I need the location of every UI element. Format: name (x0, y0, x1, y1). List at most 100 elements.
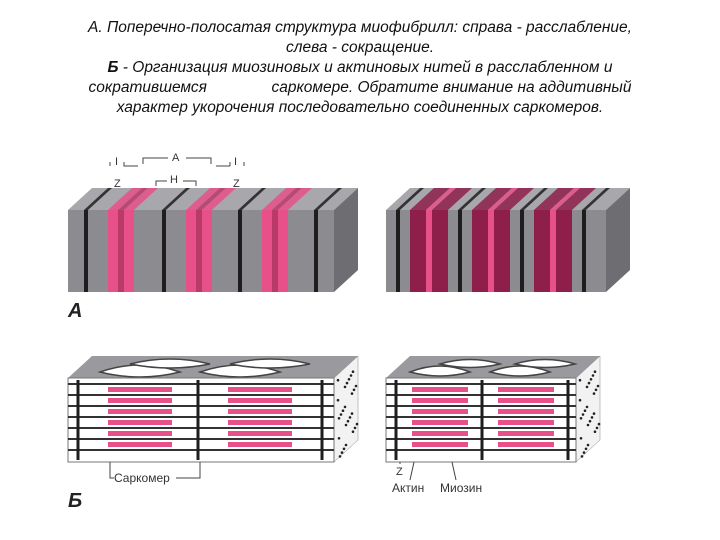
dot (587, 444, 590, 447)
dot (352, 430, 355, 433)
z-line (162, 210, 166, 292)
dot (586, 406, 589, 409)
a-band (494, 210, 510, 292)
dot (579, 399, 582, 402)
a-band (108, 210, 118, 292)
dot (581, 455, 584, 458)
dot (580, 417, 583, 420)
myosin-filament (498, 387, 554, 392)
myosin-filament (412, 420, 468, 425)
dot (355, 385, 358, 388)
dot (594, 370, 597, 373)
myosin-filament (228, 387, 292, 392)
dot (341, 451, 344, 454)
dot (354, 427, 357, 430)
dot (337, 379, 340, 382)
myosin-filament (498, 420, 554, 425)
label-leaders (110, 462, 456, 480)
dot (593, 412, 596, 415)
z-line (582, 210, 586, 292)
dot (582, 413, 585, 416)
dot (348, 378, 351, 381)
dot (339, 455, 342, 458)
dot (594, 430, 597, 433)
myofibril-block-contracted (68, 188, 358, 292)
sarcomere-block-left (68, 356, 358, 462)
myosin-filament (412, 409, 468, 414)
dot (353, 389, 356, 392)
dot (345, 424, 348, 427)
dot (583, 451, 586, 454)
z-line (84, 210, 88, 292)
dot (585, 448, 588, 451)
dot (579, 379, 582, 382)
myosin-filament (228, 398, 292, 403)
h-zone (118, 210, 124, 292)
dot (343, 448, 346, 451)
a-band (278, 210, 288, 292)
a-band (202, 210, 212, 292)
myosin-filament (412, 431, 468, 436)
dot (591, 416, 594, 419)
myosin-filament (108, 420, 172, 425)
dot (597, 385, 600, 388)
dot (588, 382, 591, 385)
dot (590, 378, 593, 381)
z-line (314, 210, 318, 292)
dot (344, 386, 347, 389)
myosin-filament (498, 442, 554, 447)
myosin-filament (228, 409, 292, 414)
sarcomere-top-right (386, 356, 600, 378)
a-band (432, 210, 448, 292)
myosin-filament (108, 431, 172, 436)
myosin-filament (108, 398, 172, 403)
dot (340, 413, 343, 416)
myosin-filament (108, 409, 172, 414)
a-band (124, 210, 134, 292)
z-line (458, 210, 462, 292)
myosin-filament (228, 420, 292, 425)
dot (338, 417, 341, 420)
dot (342, 409, 345, 412)
z-line (238, 210, 242, 292)
myosin-filament (498, 409, 554, 414)
dot (586, 386, 589, 389)
dot (338, 437, 341, 440)
myosin-filament (498, 431, 554, 436)
dot (580, 437, 583, 440)
dot (347, 420, 350, 423)
myofibril-block-relaxed (386, 188, 630, 292)
h-zone (426, 210, 432, 292)
dot (351, 392, 354, 395)
a-band (186, 210, 196, 292)
dot (596, 427, 599, 430)
myosin-filament (108, 442, 172, 447)
myosin-filament (412, 398, 468, 403)
myosin-filament (228, 442, 292, 447)
a-band (556, 210, 572, 292)
dot (337, 399, 340, 402)
myosin-filament (108, 387, 172, 392)
dot (351, 412, 354, 415)
dot (350, 374, 353, 377)
dot (587, 424, 590, 427)
dot (345, 444, 348, 447)
a-band (262, 210, 272, 292)
a-band (472, 210, 488, 292)
myosin-filament (412, 387, 468, 392)
dot (593, 392, 596, 395)
a-band (534, 210, 550, 292)
myosin-filament (228, 431, 292, 436)
dot (592, 374, 595, 377)
a-band (410, 210, 426, 292)
dot (589, 420, 592, 423)
dot (344, 406, 347, 409)
dot (595, 389, 598, 392)
dot (352, 370, 355, 373)
dot (349, 416, 352, 419)
h-zone (272, 210, 278, 292)
myosin-filament (498, 398, 554, 403)
myosin-filament (412, 442, 468, 447)
h-zone (488, 210, 494, 292)
